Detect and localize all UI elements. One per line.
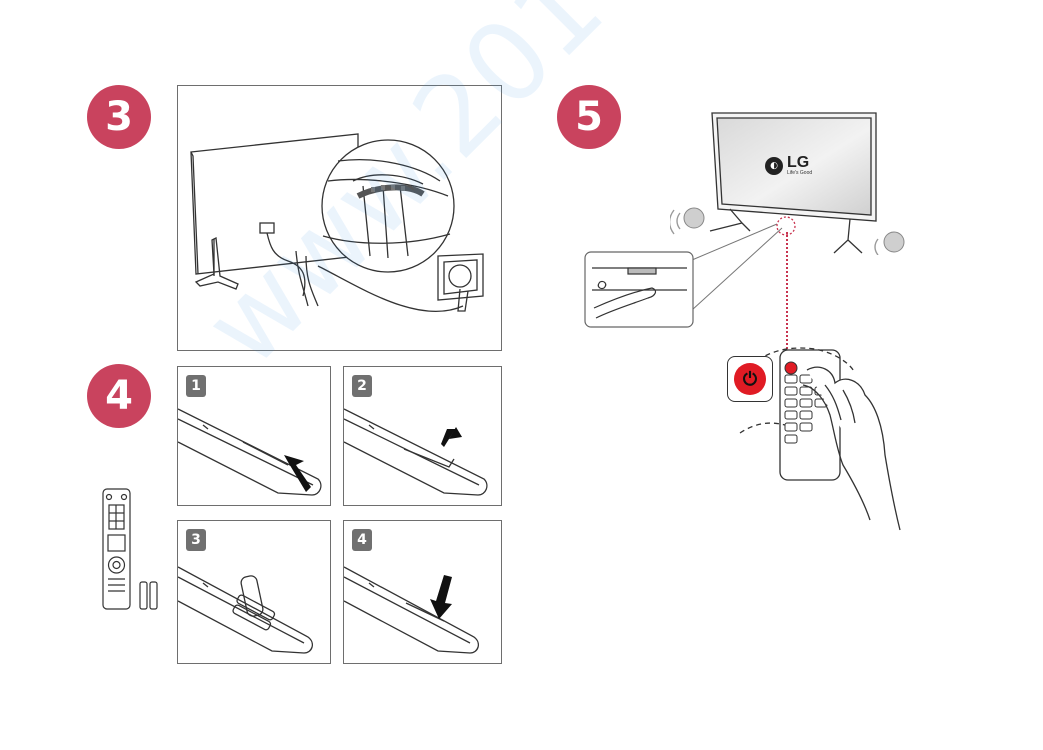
remote-and-batteries-illustration	[102, 488, 158, 610]
step-5-badge: 5	[557, 85, 621, 149]
step-3-illustration-panel	[177, 85, 502, 351]
insert-batteries-illustration	[178, 566, 314, 654]
remote-signal-line	[786, 232, 788, 352]
lg-circle-icon: ◐	[765, 156, 783, 175]
battery-step-2-panel: 2	[343, 366, 502, 506]
tv-front-illustration	[670, 112, 905, 255]
power-icon: ⏻	[734, 363, 766, 395]
step-4-badge: 4	[87, 364, 151, 428]
substep-2-badge: 2	[352, 375, 372, 397]
hand-holding-remote-illustration	[739, 347, 901, 531]
open-cover-illustration	[178, 408, 322, 496]
lg-logo: ◐ LG Life's Good	[765, 155, 812, 176]
tv-cable-connection-illustration	[190, 133, 484, 312]
power-button-zoom-callout	[584, 216, 796, 328]
substep-4-badge: 4	[352, 529, 372, 551]
slide-cover-illustration	[344, 408, 488, 496]
battery-step-3-panel: 3	[177, 520, 331, 664]
step-3-badge: 3	[87, 85, 151, 149]
battery-step-1-panel: 1	[177, 366, 331, 506]
battery-step-4-panel: 4	[343, 520, 502, 664]
substep-3-badge: 3	[186, 529, 206, 551]
power-button-zoom: ⏻	[727, 356, 773, 402]
lg-tagline-text: Life's Good	[787, 170, 813, 176]
substep-1-badge: 1	[186, 375, 206, 397]
close-cover-illustration	[344, 566, 480, 654]
lg-brand-text: LG	[787, 154, 810, 171]
